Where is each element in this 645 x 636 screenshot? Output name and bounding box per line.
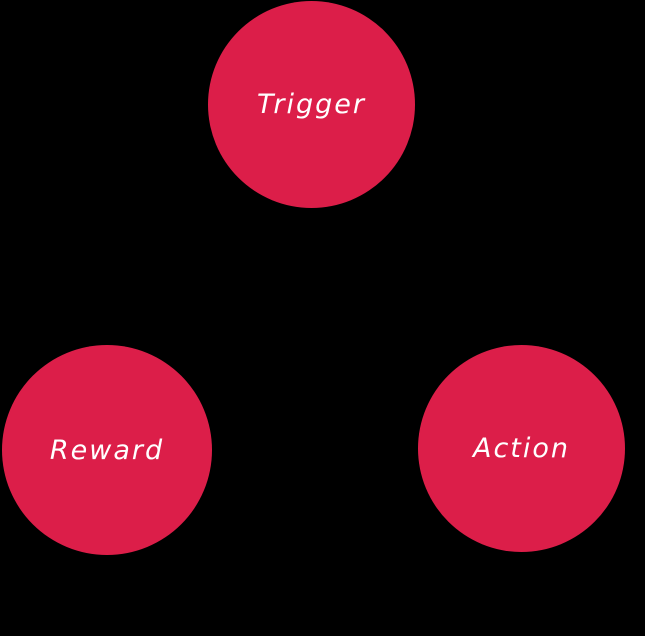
trigger-node-label: Trigger xyxy=(257,89,366,120)
trigger-node: Trigger xyxy=(208,1,415,208)
action-node-label: Action xyxy=(472,433,571,464)
action-node: Action xyxy=(418,345,625,552)
reward-node-label: Reward xyxy=(49,434,165,466)
reward-node: Reward xyxy=(2,345,212,555)
